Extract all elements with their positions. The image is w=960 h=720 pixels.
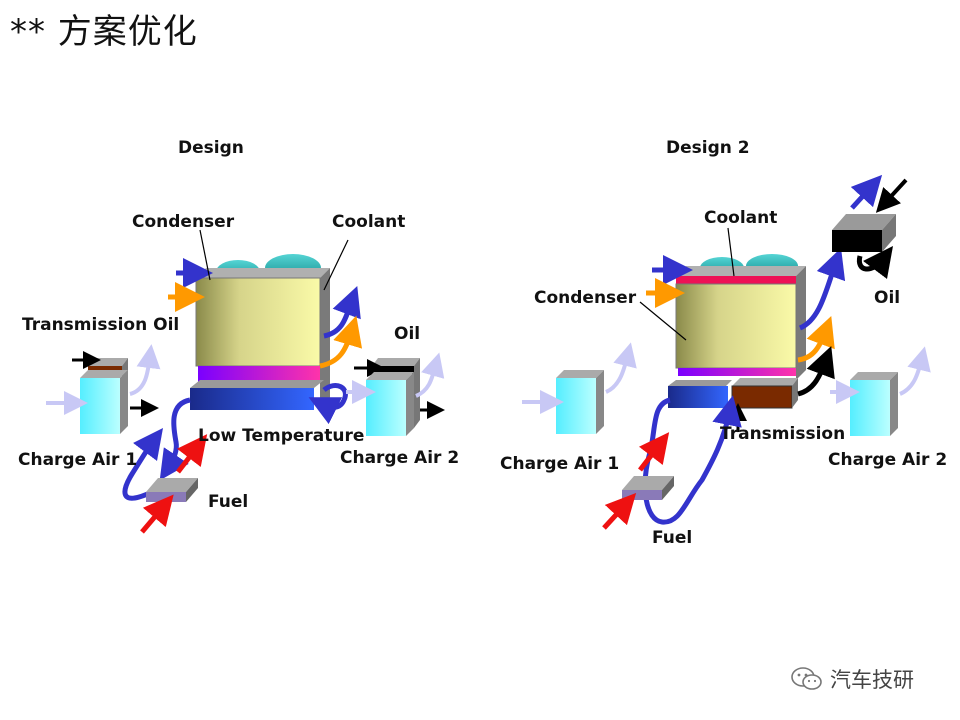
charge-air-1-cooler bbox=[80, 370, 128, 434]
oil-top-inlet-arrow bbox=[875, 178, 908, 213]
label-condenser-2: Condenser bbox=[534, 288, 637, 308]
oil-outlet-arrow-orange bbox=[319, 315, 363, 369]
label-charge-air-1: Charge Air 1 bbox=[18, 450, 137, 470]
condenser-unit bbox=[190, 268, 330, 410]
charge-air-1-outlet-arrow-2 bbox=[605, 342, 637, 394]
charge-air-1-cooler-2 bbox=[556, 370, 604, 434]
condenser-leader bbox=[199, 229, 211, 281]
charge-air-2-outlet-arrow-2 bbox=[899, 346, 931, 396]
design-1: Design bbox=[18, 138, 459, 534]
watermark: 汽车技研 bbox=[790, 664, 914, 694]
charge-air-2-cooler bbox=[366, 372, 414, 436]
fuel-inlet-arrow bbox=[140, 494, 174, 534]
charge-air-2-outlet-arrow bbox=[415, 352, 445, 398]
label-transmission: Transmission bbox=[720, 424, 845, 444]
oil-return-arrow bbox=[856, 246, 894, 280]
coolant-leader-2 bbox=[727, 227, 735, 277]
oil-top-outlet-arrow bbox=[850, 174, 883, 210]
charge-air-1-outlet-arrow bbox=[129, 344, 161, 396]
design-2: Design 2 bbox=[500, 138, 947, 548]
condenser-leader-2 bbox=[639, 301, 687, 341]
condenser-unit-2 bbox=[668, 266, 806, 409]
fuel-outlet-arrow-2 bbox=[638, 432, 670, 472]
coolant-leader bbox=[323, 239, 349, 291]
fuel-cooler-2 bbox=[622, 476, 674, 500]
label-coolant: Coolant bbox=[332, 212, 405, 232]
slide-title: ** 方案优化 bbox=[10, 12, 198, 52]
design-1-title: Design bbox=[178, 138, 244, 158]
fuel-inlet-arrow-2 bbox=[602, 492, 637, 530]
label-oil-2: Oil bbox=[874, 288, 900, 308]
transmission-outlet-arrow bbox=[797, 345, 835, 397]
label-low-temperature: Low Temperature bbox=[198, 426, 364, 446]
fuel-loop-2 bbox=[642, 395, 742, 525]
watermark-text: 汽车技研 bbox=[830, 668, 914, 692]
fuel-cooler bbox=[146, 478, 198, 502]
wechat-icon bbox=[791, 667, 822, 690]
label-fuel: Fuel bbox=[208, 492, 248, 512]
coolant-outlet-arrow-2 bbox=[798, 247, 846, 331]
fuel-outlet-arrow bbox=[176, 434, 208, 474]
label-oil: Oil bbox=[394, 324, 420, 344]
label-charge-air-2-2: Charge Air 2 bbox=[828, 450, 947, 470]
label-charge-air-2: Charge Air 2 bbox=[340, 448, 459, 468]
charge-air-2-cooler-2 bbox=[850, 372, 898, 436]
label-condenser: Condenser bbox=[132, 212, 235, 232]
low-temp-loop-right bbox=[308, 383, 348, 425]
label-fuel-2: Fuel bbox=[652, 528, 692, 548]
label-transmission-oil: Transmission Oil bbox=[22, 315, 179, 335]
label-coolant-2: Coolant bbox=[704, 208, 777, 228]
label-charge-air-1-2: Charge Air 1 bbox=[500, 454, 619, 474]
fuel-loop-return bbox=[122, 427, 163, 501]
oil-cooler-2 bbox=[832, 214, 896, 252]
design-2-title: Design 2 bbox=[666, 138, 750, 158]
low-temp-loop-left bbox=[159, 397, 191, 481]
